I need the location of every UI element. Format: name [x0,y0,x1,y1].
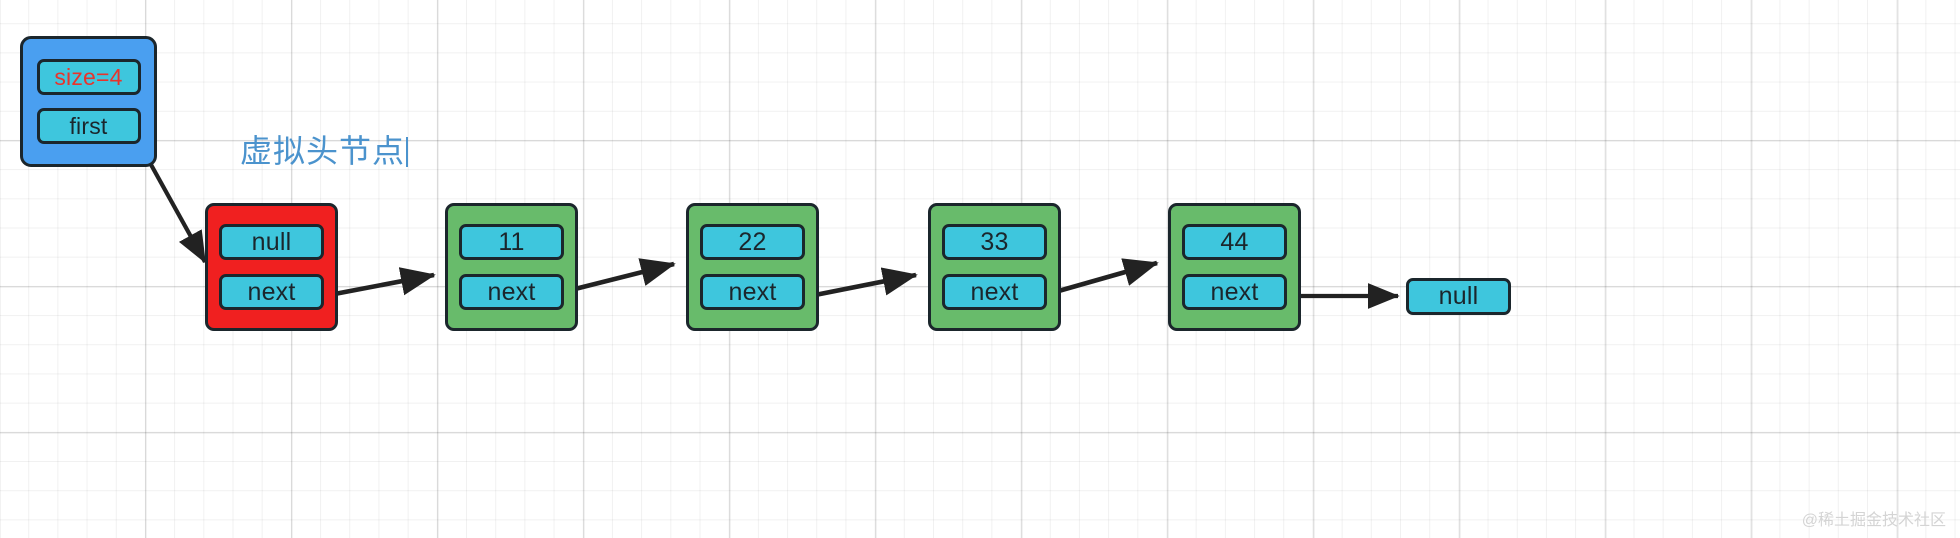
node-3-next: next [942,274,1047,310]
node-4-value: 44 [1182,224,1287,260]
node-1-value: 11 [459,224,564,260]
node-2-next: next [700,274,805,310]
node-3-value: 33 [942,224,1047,260]
watermark: @稀土掘金技术社区 [1801,512,1946,529]
arrow-node3-to-node4 [1047,258,1159,297]
text-caret [406,137,409,167]
node-2: 22 next [686,203,819,331]
first-field: first [36,108,141,144]
node-4: 44 next [1168,203,1301,331]
linked-list-struct: size=4 first [20,36,157,167]
arrow-dummy-to-node1 [323,267,436,299]
virtual-head-label-text: 虚拟头节点 [240,133,406,169]
node-3: 33 next [928,203,1061,331]
arrow-node2-to-node3 [804,267,918,300]
node-dummy: null next [205,203,338,331]
tail-null-box: null [1406,278,1511,315]
node-4-next: next [1182,274,1287,310]
size-field: size=4 [36,59,141,95]
node-1: 11 next [445,203,578,331]
node-1-next: next [459,274,564,310]
node-2-value: 22 [700,224,805,260]
node-dummy-next: next [219,274,324,310]
virtual-head-label: 虚拟头节点 [240,126,409,172]
node-dummy-value: null [219,224,324,260]
arrow-node1-to-node2 [562,258,676,295]
